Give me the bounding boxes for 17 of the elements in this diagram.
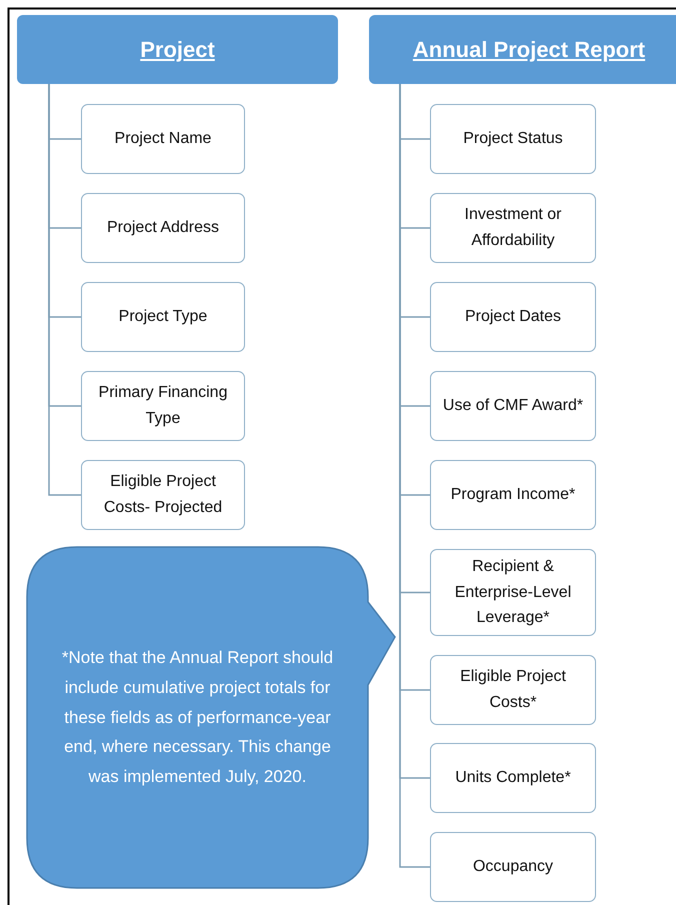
field-box: Use of CMF Award*	[430, 371, 596, 441]
field-box: Primary Financing Type	[81, 371, 245, 441]
field-box: Investment or Affordability	[430, 193, 596, 263]
section-header: Annual Project Report	[369, 15, 676, 84]
field-box: Recipient & Enterprise-Level Leverage*	[430, 549, 596, 636]
field-box: Project Dates	[430, 282, 596, 352]
field-box: Program Income*	[430, 460, 596, 530]
field-box: Project Type	[81, 282, 245, 352]
field-box: Project Status	[430, 104, 596, 174]
field-box: Project Address	[81, 193, 245, 263]
field-box: Eligible Project Costs*	[430, 655, 596, 725]
note-text: *Note that the Annual Report should include cumulative project totals for these fields as of performance-year end, where necessary. This change was implemented July, 2020.	[60, 647, 334, 788]
field-box: Project Name	[81, 104, 245, 174]
field-box: Units Complete*	[430, 743, 596, 813]
section-header: Project	[17, 15, 338, 84]
field-box: Eligible Project Costs- Projected	[81, 460, 245, 530]
field-box: Occupancy	[430, 832, 596, 902]
